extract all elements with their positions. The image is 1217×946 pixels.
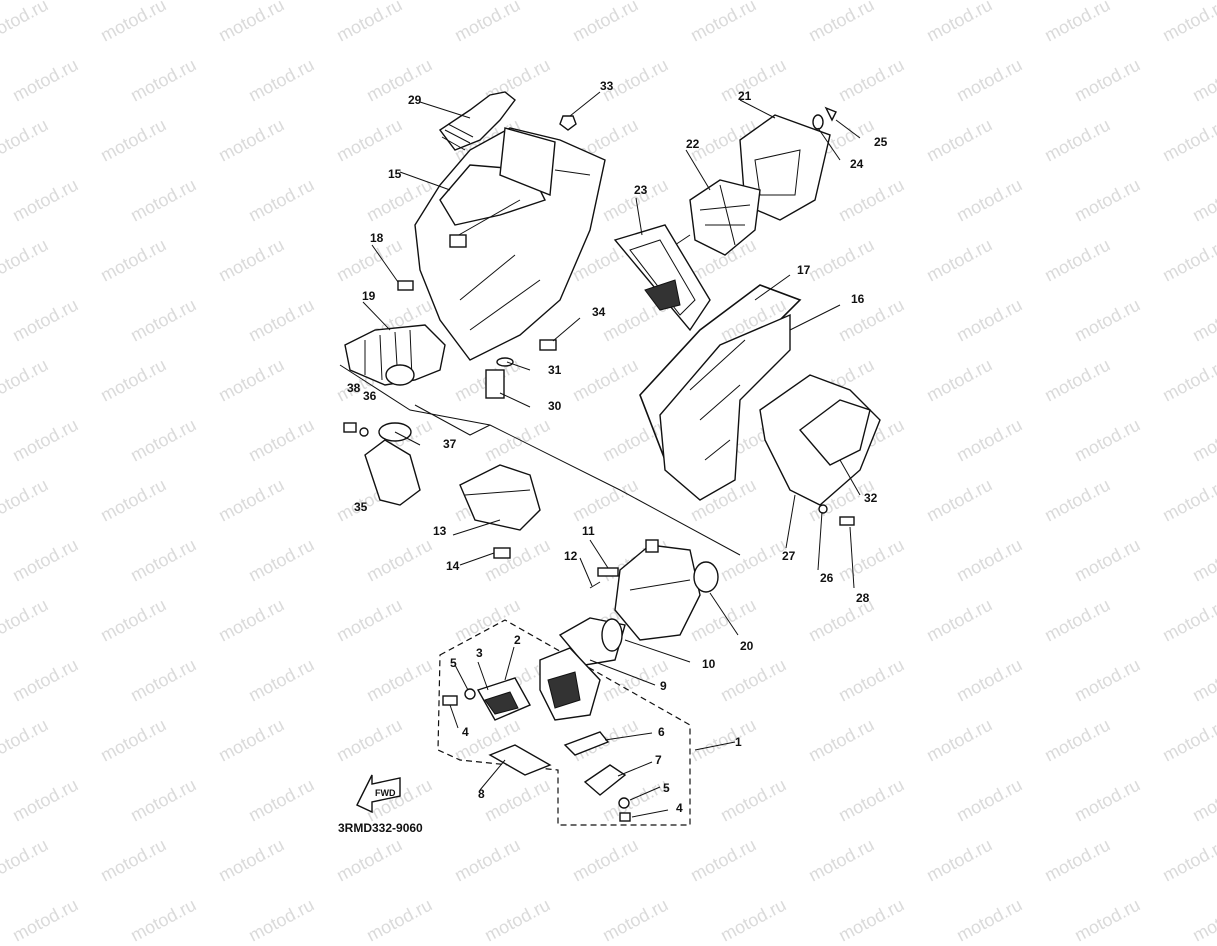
callout-26: 26 bbox=[820, 571, 834, 585]
callout-28: 28 bbox=[856, 591, 870, 605]
callout-20: 20 bbox=[740, 639, 754, 653]
clamp-20 bbox=[693, 561, 719, 593]
callout-37: 37 bbox=[443, 437, 457, 451]
callout-35: 35 bbox=[354, 500, 368, 514]
air-box-joint bbox=[344, 324, 446, 386]
callout-13: 13 bbox=[433, 524, 447, 538]
callout-17: 17 bbox=[797, 263, 811, 277]
cap-35 bbox=[364, 439, 421, 506]
callout-23: 23 bbox=[634, 183, 648, 197]
bolt-34 bbox=[539, 339, 557, 351]
callout-32: 32 bbox=[864, 491, 878, 505]
callout-7: 7 bbox=[655, 753, 662, 767]
callout-34: 34 bbox=[592, 305, 606, 319]
callout-16: 16 bbox=[851, 292, 865, 306]
callout-12: 12 bbox=[564, 549, 578, 563]
leader-lines bbox=[362, 91, 861, 818]
gasket-8 bbox=[488, 744, 552, 776]
air-box bbox=[414, 127, 606, 361]
bolt-38 bbox=[343, 422, 369, 437]
drawing-code: 3RMD332-9060 bbox=[338, 821, 423, 835]
callout-29: 29 bbox=[408, 93, 422, 107]
fwd-arrow-icon: FWD bbox=[356, 774, 401, 814]
screw-11 bbox=[589, 567, 619, 589]
callout-30: 30 bbox=[548, 399, 562, 413]
side-cover bbox=[659, 313, 791, 501]
callout-4: 4 bbox=[676, 801, 683, 815]
callout-22: 22 bbox=[686, 137, 700, 151]
callout-25: 25 bbox=[874, 135, 888, 149]
carburetor bbox=[614, 539, 701, 641]
callout-4: 4 bbox=[462, 725, 469, 739]
callout-27: 27 bbox=[782, 549, 796, 563]
callout-15: 15 bbox=[388, 167, 402, 181]
washer-clip bbox=[812, 106, 837, 130]
callout-11: 11 bbox=[582, 524, 595, 538]
callout-14: 14 bbox=[446, 559, 460, 573]
collar bbox=[485, 357, 514, 399]
callout-2: 2 bbox=[514, 633, 521, 647]
air-filter-element bbox=[613, 224, 711, 332]
exploded-view-drawing: 1234455678910111213141516171819202122232… bbox=[338, 79, 888, 835]
clamp-14 bbox=[493, 547, 511, 559]
reed-petal bbox=[563, 731, 631, 822]
reed-valve bbox=[442, 647, 601, 721]
bolt-28 bbox=[839, 516, 855, 526]
bolt-18 bbox=[397, 280, 414, 291]
callout-33: 33 bbox=[600, 79, 614, 93]
callout-9: 9 bbox=[660, 679, 667, 693]
callout-21: 21 bbox=[738, 89, 752, 103]
callout-3: 3 bbox=[476, 646, 483, 660]
callout-36: 36 bbox=[363, 389, 377, 403]
element-guide bbox=[674, 179, 761, 256]
callout-10: 10 bbox=[702, 657, 716, 671]
side-panel bbox=[759, 374, 881, 514]
callout-31: 31 bbox=[548, 363, 562, 377]
callout-18: 18 bbox=[370, 231, 384, 245]
callout-5: 5 bbox=[450, 656, 457, 670]
callout-6: 6 bbox=[658, 725, 665, 739]
cover-13 bbox=[459, 464, 541, 531]
callout-19: 19 bbox=[362, 289, 376, 303]
intake-tube bbox=[438, 91, 516, 151]
fwd-label: FWD bbox=[375, 788, 396, 798]
carburetor-joint bbox=[558, 617, 626, 666]
bolt-33 bbox=[559, 115, 577, 131]
callout-38: 38 bbox=[347, 381, 361, 395]
callout-5: 5 bbox=[663, 781, 670, 795]
callout-8: 8 bbox=[478, 787, 485, 801]
callout-labels: 1234455678910111213141516171819202122232… bbox=[347, 79, 888, 815]
callout-24: 24 bbox=[850, 157, 864, 171]
callout-1: 1 bbox=[735, 735, 742, 749]
